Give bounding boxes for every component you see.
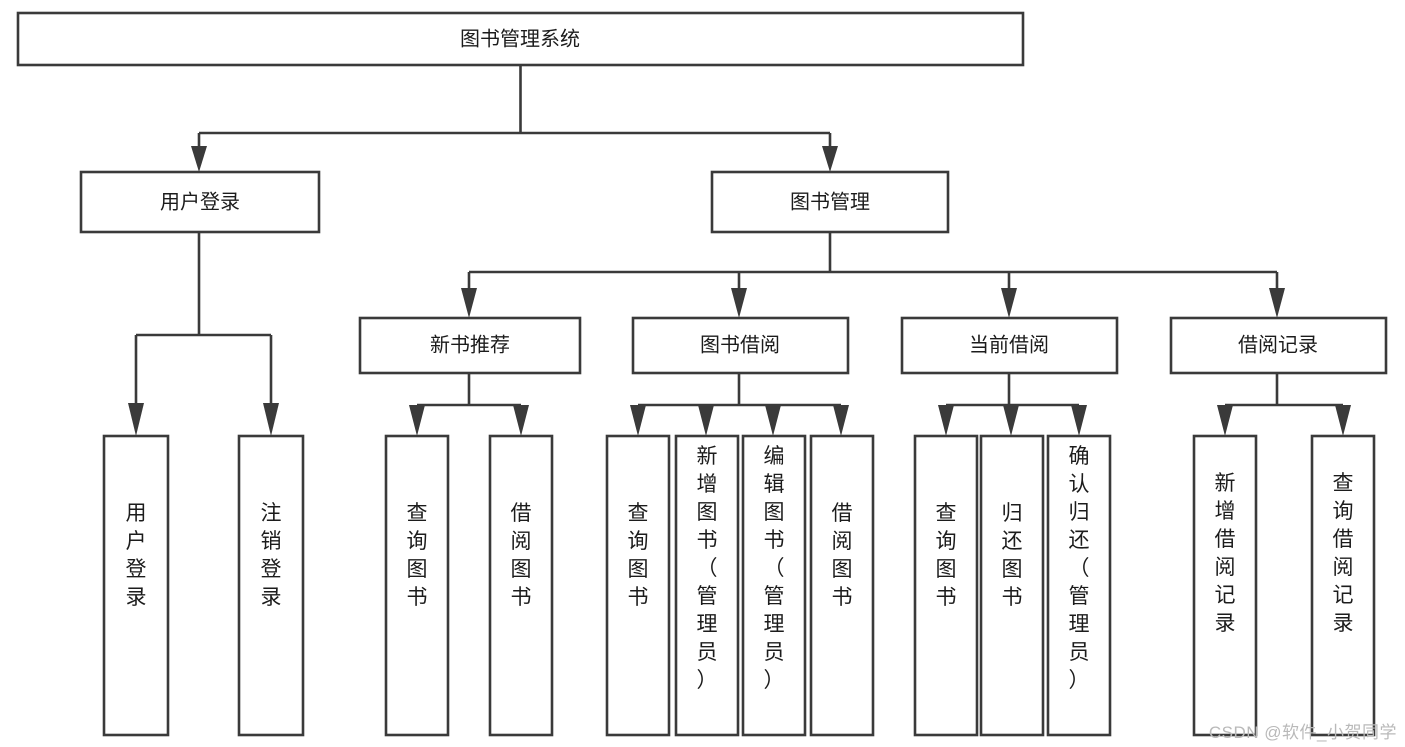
arrow-head-leaf-5 (630, 405, 646, 436)
leaf-node[interactable]: 注销登录 (237, 434, 305, 737)
leaf-node[interactable]: 编辑图书（管理员） (741, 434, 807, 737)
leaf-node-box[interactable] (605, 434, 671, 737)
csdn-watermark: CSDN @软件_小贺同学 (1208, 723, 1397, 742)
node-current-borrow-label: 当前借阅 (969, 333, 1049, 356)
node-new-book-recommend-label: 新书推荐 (430, 333, 510, 356)
node-new-book-recommend[interactable]: 新书推荐 (358, 316, 582, 375)
leaf-node[interactable]: 归还图书 (979, 434, 1045, 737)
node-book-management-box[interactable] (710, 170, 950, 234)
leaf-node-box[interactable] (488, 434, 554, 737)
arrow-head-leaf-4 (513, 405, 529, 436)
leaf-node-label: 新增图书（管理员） (697, 445, 718, 692)
leaf-node[interactable]: 查询图书 (605, 434, 671, 737)
arrow-head-newbook (461, 288, 477, 318)
leaf-node-box[interactable] (102, 434, 170, 737)
arrow-head-currentborrow (1001, 288, 1017, 318)
node-root-label: 图书管理系统 (460, 27, 580, 50)
arrow-head-leaf-8 (833, 405, 849, 436)
leaf-node[interactable]: 用户登录 (102, 434, 170, 737)
leaf-node-box[interactable] (1192, 434, 1258, 737)
leaf-node-label: 新增借阅记录 (1215, 472, 1236, 635)
leaf-node-box[interactable] (979, 434, 1045, 737)
leaf-node-label: 查询图书 (936, 502, 957, 609)
arrow-head-leaf-11 (1071, 405, 1087, 436)
leaf-node-label: 借阅图书 (511, 502, 532, 609)
node-book-management-label: 图书管理 (790, 190, 870, 213)
leaf-node-label: 归还图书 (1002, 502, 1023, 609)
leaf-node-box[interactable] (237, 434, 305, 737)
node-current-borrow-box[interactable] (900, 316, 1119, 375)
arrow-head-leaf-3 (409, 405, 425, 436)
connector-layer (128, 65, 1351, 436)
leaf-node-label: 借阅图书 (832, 502, 853, 609)
node-borrow-record-label: 借阅记录 (1238, 333, 1318, 356)
node-book-management[interactable]: 图书管理 (710, 170, 950, 234)
arrow-head-leaf-13 (1335, 405, 1351, 436)
node-root-box[interactable] (16, 11, 1025, 67)
node-root[interactable]: 图书管理系统 (16, 11, 1025, 67)
leaf-node[interactable]: 新增图书（管理员） (674, 434, 740, 737)
leaf-node-box[interactable] (1310, 434, 1376, 737)
node-current-borrow[interactable]: 当前借阅 (900, 316, 1119, 375)
arrow-head-leaf-10 (1003, 405, 1019, 436)
arrow-head-leaf-9 (938, 405, 954, 436)
arrow-head-leaf-1 (128, 403, 144, 436)
leaf-node[interactable]: 确认归还（管理员） (1046, 434, 1112, 737)
leaf-node[interactable]: 借阅图书 (809, 434, 875, 737)
leaf-node-label: 查询图书 (628, 502, 649, 609)
leaf-node[interactable]: 新增借阅记录 (1192, 434, 1258, 737)
leaf-node-label: 编辑图书（管理员） (764, 445, 785, 692)
leaf-node[interactable]: 查询图书 (913, 434, 979, 737)
leaf-node-label: 查询图书 (407, 502, 428, 609)
leaf-node-label: 确认归还（管理员） (1069, 445, 1090, 692)
leaf-node-box[interactable] (1046, 434, 1112, 737)
leaf-node-label: 查询借阅记录 (1333, 472, 1354, 635)
arrow-head-borrowrecord (1269, 288, 1285, 318)
leaf-node-box[interactable] (809, 434, 875, 737)
node-borrow-record[interactable]: 借阅记录 (1169, 316, 1388, 375)
node-user-login-box[interactable] (79, 170, 321, 234)
leaf-node-box[interactable] (741, 434, 807, 737)
arrow-head-leaf-6 (698, 405, 714, 436)
node-book-borrow-label: 图书借阅 (700, 333, 780, 356)
leaf-node-label: 注销登录 (261, 502, 282, 609)
arrow-head-leaf-2 (263, 403, 279, 436)
leaf-node-box[interactable] (674, 434, 740, 737)
leaf-node[interactable]: 查询借阅记录 (1310, 434, 1376, 737)
node-book-borrow[interactable]: 图书借阅 (631, 316, 850, 375)
arrow-head-userlogin (191, 146, 207, 172)
node-new-book-recommend-box[interactable] (358, 316, 582, 375)
leaf-node[interactable]: 查询图书 (384, 434, 450, 737)
arrow-head-leaf-12 (1217, 405, 1233, 436)
node-user-login-label: 用户登录 (160, 190, 240, 213)
leaf-node-label: 用户登录 (126, 502, 147, 609)
leaf-node[interactable]: 借阅图书 (488, 434, 554, 737)
node-borrow-record-box[interactable] (1169, 316, 1388, 375)
node-book-borrow-box[interactable] (631, 316, 850, 375)
arrow-head-borrowbook (731, 288, 747, 318)
leaf-node-box[interactable] (913, 434, 979, 737)
node-user-login[interactable]: 用户登录 (79, 170, 321, 234)
arrow-head-bookmgmt (822, 146, 838, 172)
arrow-head-leaf-7 (765, 405, 781, 436)
leaf-node-box[interactable] (384, 434, 450, 737)
